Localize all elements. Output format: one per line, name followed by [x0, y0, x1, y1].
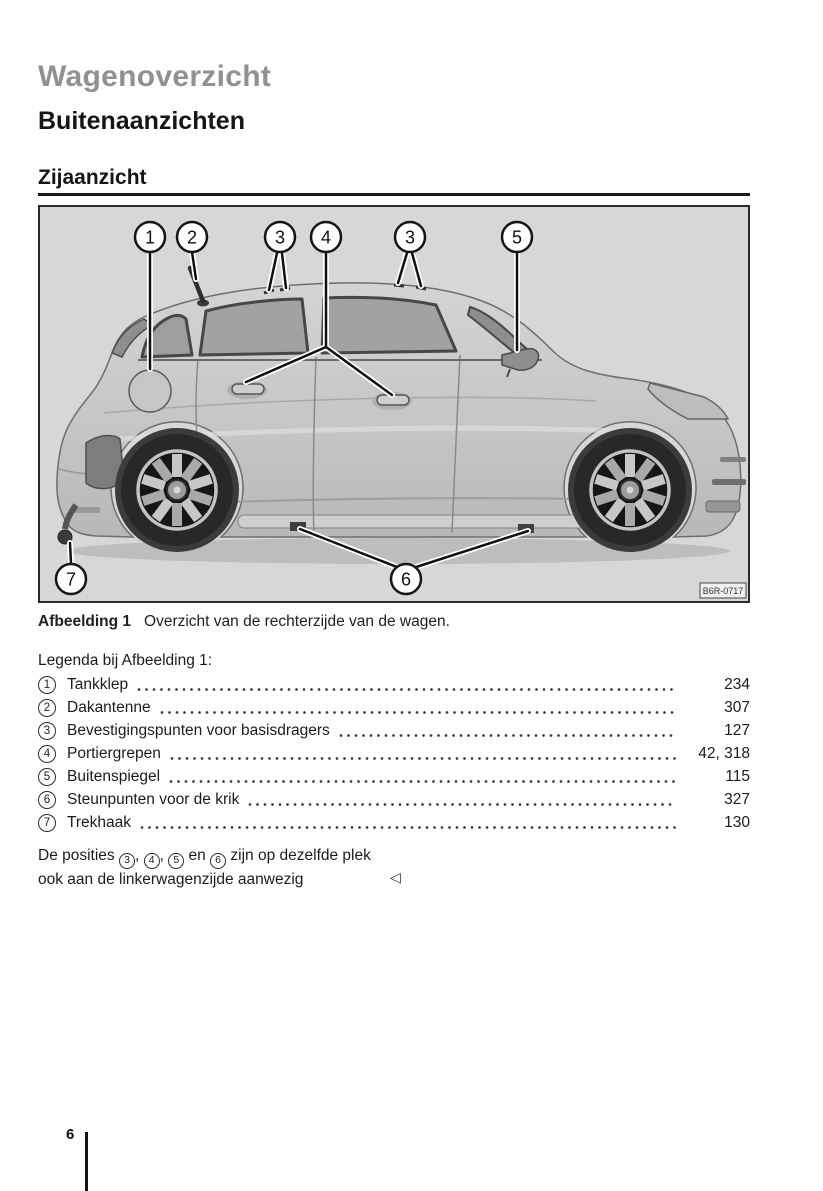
footer-vertical-rule — [85, 1132, 88, 1191]
legend-item-label: Buitenspiegel — [67, 767, 161, 785]
note-circled-number: 6 — [210, 852, 227, 869]
legend-item-number: 7 — [38, 813, 56, 832]
legend-item-label: Bevestigingspunten voor basisdragers — [67, 721, 330, 739]
side-mirror — [501, 347, 540, 378]
legend-item-label: Steunpunten voor de krik — [67, 790, 240, 808]
legend-item-number: 1 — [38, 675, 56, 694]
dotted-leader — [169, 756, 676, 761]
dotted-leader — [140, 825, 676, 830]
car-side-view-illustration: 1 2 3 4 3 — [40, 207, 748, 601]
dotted-leader — [338, 733, 676, 738]
svg-text:3: 3 — [405, 228, 415, 248]
figure-caption-label: Afbeelding 1 — [38, 613, 132, 630]
note-text: en — [184, 847, 211, 864]
callout-1: 1 — [133, 220, 167, 254]
image-code-label: B6R-0717 — [699, 582, 747, 599]
legend-item-label: Tankklep — [67, 675, 129, 693]
legend-item-page-ref: 307 — [724, 698, 750, 716]
dotted-leader — [169, 779, 676, 784]
svg-text:B6R-0717: B6R-0717 — [703, 586, 744, 596]
callout-6: 6 — [389, 562, 423, 596]
legend-item-label: Dakantenne — [67, 698, 151, 716]
callout-leader-lines — [67, 249, 531, 572]
heading-rule — [38, 193, 750, 196]
figure-caption-text: Overzicht van de rechterzijde van de wag… — [144, 613, 450, 630]
legend-item-page-ref: 115 — [725, 767, 750, 785]
figure-side-view: 1 2 3 4 3 — [38, 205, 750, 603]
headlight — [647, 382, 730, 420]
legend-row-trekhaak: 7 Trekhaak 130 — [38, 811, 750, 834]
callout-3-front: 3 — [393, 220, 427, 254]
legend-row-portiergrepen: 4 Portiergrepen 42, 318 — [38, 742, 750, 765]
rear-wheel — [121, 434, 233, 546]
legend-row-dakantenne: 2 Dakantenne 307 — [38, 696, 750, 719]
legend-item-number: 5 — [38, 767, 56, 786]
door-handles — [227, 381, 412, 410]
callout-7: 7 — [54, 562, 88, 596]
page-content: Wagenoverzicht Buitenaanzichten Zijaanzi… — [38, 0, 750, 890]
svg-text:7: 7 — [66, 570, 76, 590]
figure-caption: Afbeelding 1 Overzicht van de rechterzijd… — [38, 613, 750, 631]
svg-text:6: 6 — [401, 570, 411, 590]
svg-text:3: 3 — [275, 228, 285, 248]
dotted-leader — [248, 802, 676, 807]
callout-2: 2 — [175, 220, 209, 254]
section-title: Buitenaanzichten — [38, 107, 245, 135]
legend-item-label: Portiergrepen — [67, 744, 161, 762]
note-text: zijn op dezelfde plek — [226, 847, 371, 864]
legend-item-page-ref: 327 — [724, 790, 750, 808]
svg-text:2: 2 — [187, 228, 197, 248]
dotted-leader — [137, 687, 676, 692]
legend-item-page-ref: 130 — [724, 813, 750, 831]
fuel-flap — [128, 369, 172, 413]
note-line-2: ook aan de linkerwagenzijde aanwezig — [38, 870, 304, 888]
position-note: De posities 3, 4, 5 en 6 zijn op dezelfd… — [38, 845, 518, 890]
note-text: , — [159, 847, 169, 864]
note-text: , — [134, 847, 144, 864]
note-text: De posities — [38, 847, 119, 864]
subsection-title: Zijaanzicht — [38, 166, 147, 189]
legend-row-tankklep: 1 Tankklep 234 — [38, 673, 750, 696]
note-circled-number: 5 — [168, 852, 185, 869]
legend-row-buitenspiegel: 5 Buitenspiegel 115 — [38, 765, 750, 788]
legend-row-bevestigingspunten: 3 Bevestigingspunten voor basisdragers 1… — [38, 719, 750, 742]
section-end-marker: ◁ — [390, 870, 401, 886]
note-circled-number: 3 — [118, 852, 135, 869]
chapter-title: Wagenoverzicht — [38, 60, 272, 93]
note-circled-number: 4 — [143, 852, 160, 869]
legend-item-number: 2 — [38, 698, 56, 717]
legend-item-number: 6 — [38, 790, 56, 809]
legend-heading: Legenda bij Afbeelding 1: — [38, 652, 213, 669]
note-line-1: De posities 3, 4, 5 en 6 zijn op dezelfd… — [38, 845, 518, 869]
legend-item-page-ref: 42, 318 — [698, 744, 750, 762]
page-number: 6 — [66, 1126, 75, 1143]
windows — [138, 295, 542, 361]
ground-shadow — [66, 538, 730, 564]
legend-list: 1 Tankklep 234 2 Dakantenne 307 3 Bevest… — [38, 673, 750, 834]
legend-item-label: Trekhaak — [67, 813, 132, 831]
legend-row-steunpunten: 6 Steunpunten voor de krik 327 — [38, 788, 750, 811]
callout-5: 5 — [500, 220, 534, 254]
svg-text:4: 4 — [321, 228, 331, 248]
legend-item-page-ref: 127 — [724, 721, 750, 739]
legend-item-number: 4 — [38, 744, 56, 763]
front-wheel — [574, 434, 686, 546]
svg-text:5: 5 — [512, 228, 522, 248]
dotted-leader — [159, 710, 676, 715]
callout-3-rear: 3 — [263, 220, 297, 254]
legend-item-number: 3 — [38, 721, 56, 740]
legend-item-page-ref: 234 — [724, 675, 750, 693]
svg-text:1: 1 — [145, 228, 155, 248]
car-body-details — [57, 318, 746, 538]
callout-4: 4 — [309, 220, 343, 254]
